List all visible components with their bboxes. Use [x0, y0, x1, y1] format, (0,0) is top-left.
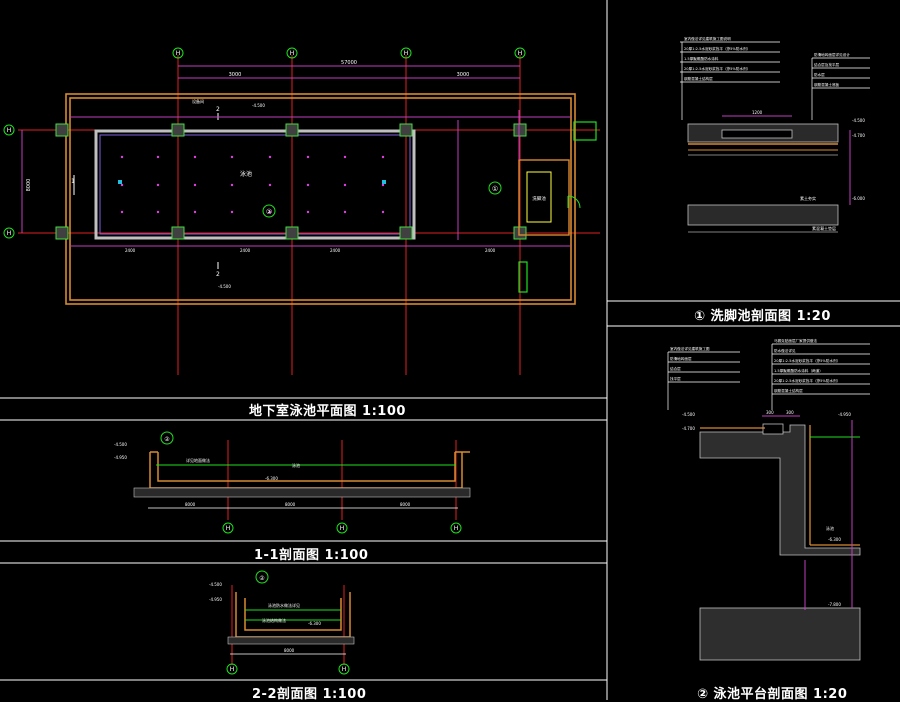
- plan-room-note: 设备间: [192, 98, 204, 104]
- s11-note: 详见地面做法: [186, 457, 210, 463]
- fb-note-left-2: 1.5厚聚氨酯防水涂料: [684, 56, 719, 61]
- plan-callout-1: ①: [492, 185, 498, 193]
- plan-level-bottom: -4.500: [218, 284, 231, 289]
- pf-dim-0: 300: [766, 410, 774, 415]
- footbath-section: 室内做法详见建筑施工图说明 20厚1:2.5水泥砂浆找平（掺5%防水剂） 1.5…: [680, 36, 870, 233]
- fb-dim: 1200: [752, 110, 763, 115]
- s11-callout: ②: [164, 436, 170, 443]
- axis-label-1: H: [176, 50, 181, 57]
- fb-note-right-1: 结合层及找平层: [814, 62, 840, 67]
- pf-pool-label: 泳池: [826, 525, 834, 531]
- s22-dim: 8000: [284, 648, 295, 653]
- pf-dim-1: 300: [786, 410, 794, 415]
- fb-note-left-1: 20厚1:2.5水泥砂浆找平（掺5%防水剂）: [684, 46, 750, 51]
- axis-label-2: H: [290, 50, 295, 57]
- plan-dim-bottom-4: 2400: [485, 248, 496, 253]
- s11-level-bottom: -6.300: [265, 476, 278, 481]
- pf-note-left-2: 结合层: [670, 366, 681, 371]
- pf-note-left-3: 找平层: [670, 376, 681, 381]
- title-footbath-section: ① 洗脚池剖面图 1:20: [694, 309, 831, 324]
- s22-axis-2: H: [342, 666, 347, 673]
- fb-note-right-0: 防滑地砖面层详见设计: [814, 52, 850, 57]
- s22-note-2: 泳池结构做法: [262, 617, 286, 623]
- section-1-1: ② H H H -4.500 -4.950 -6.300 泳池 详见地面做法 8…: [114, 431, 471, 534]
- s11-axis-2: H: [340, 525, 345, 532]
- fb-label-soil: 素土夯实: [800, 195, 816, 201]
- plan-dim-left: 8000: [26, 179, 32, 192]
- fb-note-right-2: 防水层: [814, 72, 825, 77]
- pf-note-right-5: 钢筋混凝土结构层: [774, 388, 803, 393]
- plan-section-marker-2-top: 2: [216, 106, 220, 113]
- s11-pool-label: 泳池: [292, 462, 300, 468]
- plan-dim-b: 3000: [457, 72, 470, 78]
- s22-note-1: 泳池防水做法详见: [268, 602, 300, 608]
- s11-level-top: -4.500: [114, 442, 127, 447]
- pf-level-0: -4.500: [682, 412, 695, 417]
- pf-note-right-0: 马赛克贴面层厂家提供做法: [774, 338, 818, 343]
- fb-level-1: -4.700: [852, 133, 865, 138]
- pf-level-2: -4.950: [838, 412, 851, 417]
- plan-dim-bottom-1: 2400: [125, 248, 136, 253]
- pf-note-right-3: 1.5厚聚氨酯防水涂料（两道）: [774, 368, 823, 373]
- section-2-2: ② H H -4.500 -4.950 -6.300 泳池防水做法详见 泳池结构…: [209, 570, 355, 675]
- s22-callout: ②: [259, 575, 265, 582]
- pf-note-right-4: 20厚1:2.5水泥砂浆找平（掺5%防水剂）: [774, 378, 840, 383]
- pool-plan: H H H H H H 57000 3000 3000 8000: [3, 47, 600, 375]
- plan-dim-bottom-3: 2400: [330, 248, 341, 253]
- s11-axis-3: H: [454, 525, 459, 532]
- title-section-1-1: 1-1剖面图 1:100: [254, 548, 369, 563]
- pf-level-3: -6.300: [828, 537, 841, 542]
- plan-section-marker-1: 1: [71, 178, 75, 185]
- pf-note-left-0: 室内做法详见建筑施工图: [670, 346, 710, 351]
- s11-dim-3: 8000: [400, 502, 411, 507]
- s11-dim-1: 8000: [185, 502, 196, 507]
- s22-axis-1: H: [230, 666, 235, 673]
- s22-level-water: -4.950: [209, 597, 222, 602]
- s11-dim-2: 8000: [285, 502, 296, 507]
- fb-level-0: -4.500: [852, 118, 865, 123]
- pf-note-right-1: 防水做法详见: [774, 348, 796, 353]
- s11-axis-1: H: [226, 525, 231, 532]
- axis-label-4: H: [518, 50, 523, 57]
- pf-note-left-1: 防滑地砖面层: [670, 356, 692, 361]
- fb-level-2: -6.000: [852, 196, 865, 201]
- pf-note-right-2: 20厚1:2.5水泥砂浆找平（掺5%防水剂）: [774, 358, 840, 363]
- title-section-2-2: 2-2剖面图 1:100: [252, 687, 367, 702]
- axis-label-5: H: [7, 127, 12, 134]
- axis-label-6: H: [7, 230, 12, 237]
- plan-pool-label: 泳池: [240, 170, 252, 178]
- plan-callout-2: ②: [266, 208, 272, 216]
- plan-dim-total: 57000: [341, 60, 357, 66]
- fb-label-bottom: 素混凝土垫层: [812, 225, 836, 231]
- plan-dim-a: 3000: [229, 72, 242, 78]
- plan-level-top: -4.500: [252, 103, 265, 108]
- title-plan: 地下室泳池平面图 1:100: [249, 404, 406, 419]
- pf-level-1: -4.700: [682, 426, 695, 431]
- fb-note-left-4: 钢筋混凝土结构层: [684, 76, 713, 81]
- axis-label-3: H: [404, 50, 409, 57]
- fb-note-left-3: 20厚1:2.5水泥砂浆找平（掺5%防水剂）: [684, 66, 750, 71]
- fb-note-right-3: 钢筋混凝土底板: [814, 82, 840, 87]
- title-platform-section: ② 泳池平台剖面图 1:20: [697, 687, 848, 702]
- s22-level-top: -4.500: [209, 582, 222, 587]
- plan-dim-bottom-2: 2400: [240, 248, 251, 253]
- pf-level-4: -7.800: [828, 602, 841, 607]
- plan-section-marker-2-bottom: 2: [216, 271, 220, 278]
- s22-level-bottom: -6.300: [308, 621, 321, 626]
- fb-note-left-0: 室内做法详见建筑施工图说明: [684, 36, 731, 41]
- s11-level-water: -4.950: [114, 455, 127, 460]
- platform-section: 室内做法详见建筑施工图 防滑地砖面层 结合层 找平层 马赛克贴面层厂家提供做法 …: [667, 338, 870, 661]
- plan-footbath-label: 洗脚池: [532, 195, 546, 202]
